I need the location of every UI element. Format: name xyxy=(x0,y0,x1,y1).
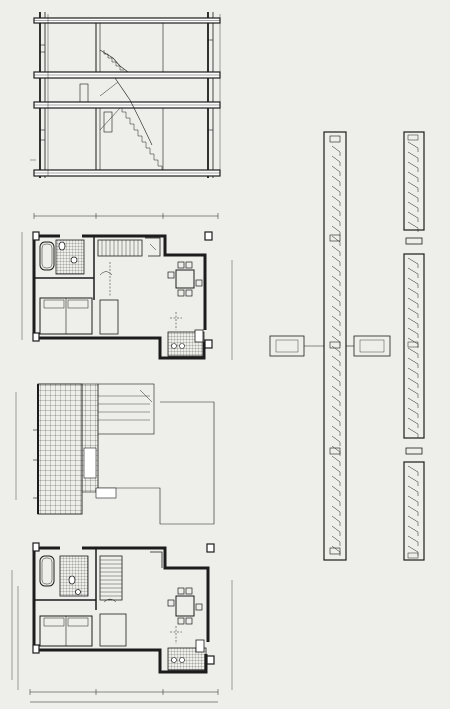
row-house-block-drawing xyxy=(403,131,425,561)
building-section-drawing xyxy=(30,12,221,178)
row-house-block-drawing xyxy=(269,131,391,561)
tiled-floor-plan-drawing xyxy=(15,383,215,525)
floor-plan-drawing xyxy=(11,542,233,703)
floor-plan-drawing xyxy=(21,213,233,360)
